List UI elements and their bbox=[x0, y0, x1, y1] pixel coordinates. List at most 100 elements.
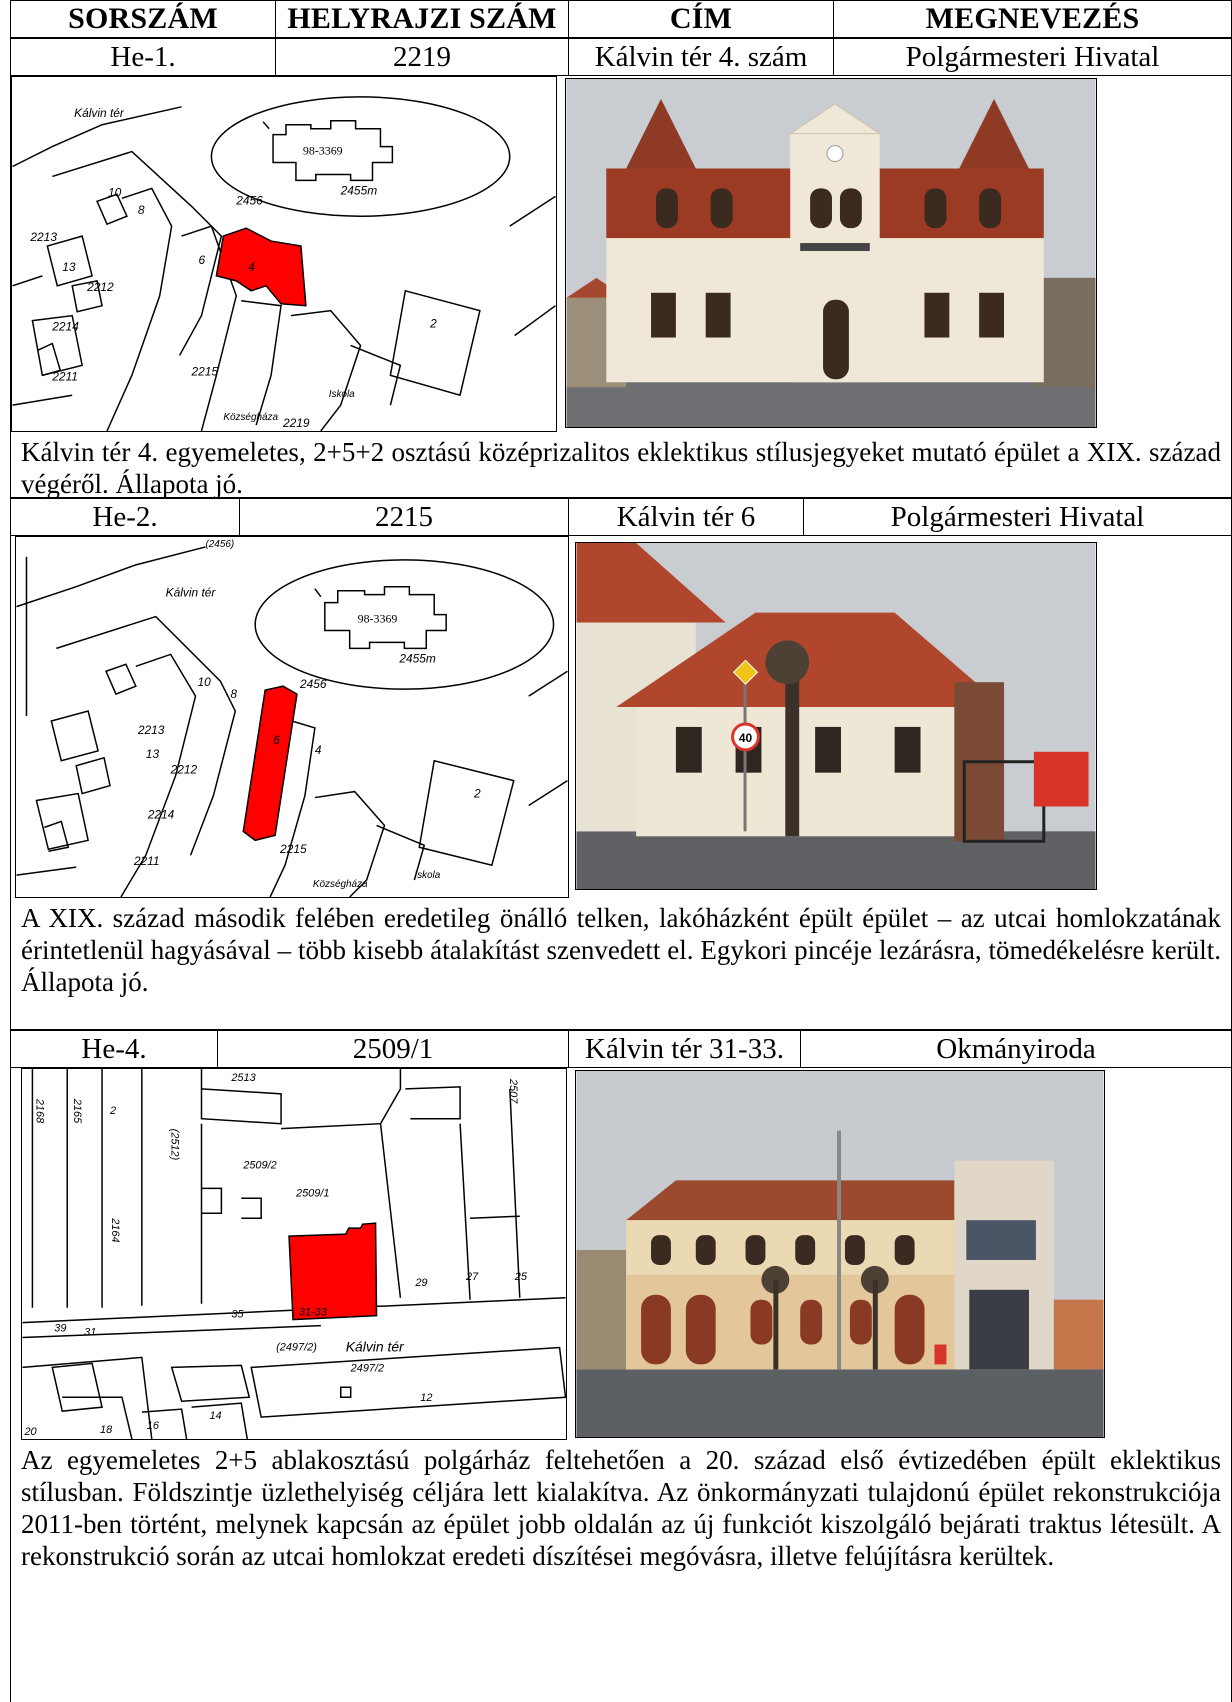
map-label: Községháza bbox=[223, 412, 278, 423]
entry-2-map-drawing: (2456) Kálvin tér 98-3369 2456 2455m 10 … bbox=[16, 539, 568, 897]
entry-1-helyrajzi: 2219 bbox=[275, 38, 568, 76]
map-label: Iskola bbox=[414, 870, 440, 881]
entry-2-description: A XIX. század második felében eredetileg… bbox=[10, 898, 1232, 1030]
entry-1-megnevezes: Polgármesteri Hivatal bbox=[833, 38, 1232, 76]
entry-2-building-illustration: 40 bbox=[576, 543, 1096, 889]
entry-1-photo bbox=[565, 78, 1097, 428]
map-label: 2456 bbox=[299, 677, 327, 691]
map-label: 4 bbox=[315, 743, 322, 757]
map-label: 27 bbox=[465, 1271, 479, 1283]
map-label: (2512) bbox=[169, 1129, 181, 1161]
entry-1-building-illustration bbox=[566, 79, 1096, 427]
map-label: 2215 bbox=[191, 364, 219, 378]
map-label: 2213 bbox=[29, 230, 57, 244]
map-label: 10 bbox=[108, 185, 122, 199]
entry-3-megnevezes: Okmányiroda bbox=[800, 1030, 1232, 1068]
map-label: 13 bbox=[146, 747, 160, 761]
entry-2-image-row: (2456) Kálvin tér 98-3369 2456 2455m 10 … bbox=[10, 536, 1232, 898]
map-label: 18 bbox=[100, 1424, 113, 1436]
header-megnevezes: MEGNEVEZÉS bbox=[833, 0, 1232, 38]
map-label: 2497/2 bbox=[350, 1362, 384, 1374]
heritage-table: SORSZÁM HELYRAJZI SZÁM CÍM MEGNEVEZÉS He… bbox=[10, 0, 1232, 1702]
map-label: 14 bbox=[209, 1410, 221, 1422]
entry-3-building-illustration bbox=[576, 1071, 1104, 1437]
map-label: 2165 bbox=[71, 1098, 83, 1124]
map-label: 2215 bbox=[279, 842, 307, 856]
map-label: 2168 bbox=[33, 1098, 45, 1124]
map-label: 31 bbox=[84, 1327, 96, 1339]
map-label: Iskola bbox=[329, 389, 355, 400]
map-label: 2 bbox=[429, 317, 437, 331]
map-label: 2513 bbox=[230, 1072, 255, 1084]
map-label: 12 bbox=[420, 1392, 432, 1404]
map-label: Kálvin tér bbox=[166, 586, 217, 600]
entry-1-image-row: Kálvin tér 98-3369 2456 2455m 10 8 2213 … bbox=[10, 76, 1232, 432]
map-label: 39 bbox=[54, 1323, 66, 1335]
map-label: (2497/2) bbox=[276, 1341, 317, 1353]
entry-1-cim: Kálvin tér 4. szám bbox=[568, 38, 833, 76]
map-label: 2507 bbox=[507, 1078, 519, 1104]
map-label: 2509/2 bbox=[242, 1159, 276, 1171]
map-label: 25 bbox=[514, 1271, 528, 1283]
entry-1-map-drawing: Kálvin tér 98-3369 2456 2455m 10 8 2213 … bbox=[12, 96, 556, 431]
map-label: 2211 bbox=[51, 369, 78, 383]
entry-2-sorszam: He-2. bbox=[10, 498, 239, 536]
entry-1-sorszam: He-1. bbox=[10, 38, 275, 76]
entry-1-site-map: Kálvin tér 98-3369 2456 2455m 10 8 2213 … bbox=[11, 76, 557, 432]
map-label: 2219 bbox=[282, 416, 310, 430]
map-label: 2214 bbox=[51, 320, 79, 334]
map-label: Kálvin tér bbox=[346, 1338, 405, 1354]
map-label: 98-3369 bbox=[358, 612, 398, 626]
map-label: 6 bbox=[273, 733, 280, 747]
entry-1-highlighted-parcel bbox=[215, 227, 307, 307]
map-label: 2213 bbox=[137, 723, 165, 737]
map-label: Községháza bbox=[313, 879, 368, 890]
entry-2-highlighted-parcel bbox=[242, 685, 298, 842]
header-cim: CÍM bbox=[568, 0, 833, 38]
map-label: 6 bbox=[198, 253, 205, 267]
table-header: SORSZÁM HELYRAJZI SZÁM CÍM MEGNEVEZÉS bbox=[10, 0, 1232, 38]
entry-2-info-row: He-2. 2215 Kálvin tér 6 Polgármesteri Hi… bbox=[10, 498, 1232, 536]
map-label: 10 bbox=[198, 675, 212, 689]
map-label: 2 bbox=[473, 787, 481, 801]
map-label: Kálvin tér bbox=[74, 106, 125, 120]
header-sorszam: SORSZÁM bbox=[10, 0, 275, 38]
map-label: 16 bbox=[147, 1420, 160, 1432]
map-label: 2214 bbox=[147, 807, 175, 821]
entry-2-helyrajzi: 2215 bbox=[239, 498, 568, 536]
map-label: 20 bbox=[23, 1426, 36, 1438]
entry-3-info-row: He-4. 2509/1 Kálvin tér 31-33. Okmányiro… bbox=[10, 1030, 1232, 1068]
map-label: 8 bbox=[138, 203, 145, 217]
entry-1-description: Kálvin tér 4. egyemeletes, 2+5+2 osztású… bbox=[10, 432, 1232, 499]
map-label: 2 bbox=[109, 1105, 116, 1117]
map-label: 29 bbox=[414, 1277, 427, 1289]
map-label: 2509/1 bbox=[295, 1187, 329, 1199]
map-label: 13 bbox=[62, 260, 76, 274]
map-label: 2455m bbox=[398, 651, 436, 665]
map-label: 2212 bbox=[170, 763, 198, 777]
map-label: (2456) bbox=[205, 539, 234, 550]
map-label: 2456 bbox=[235, 193, 263, 207]
map-label: 2455m bbox=[340, 183, 378, 197]
entry-2-cim: Kálvin tér 6 bbox=[568, 498, 803, 536]
map-label: 98-3369 bbox=[303, 144, 343, 158]
entry-3-image-row: 2168 2165 2 2513 2507 (2512) 2509/2 2509… bbox=[10, 1068, 1232, 1440]
entry-2-photo: 40 bbox=[575, 542, 1097, 890]
speed-limit-sign-text: 40 bbox=[739, 731, 753, 745]
entry-3-sorszam: He-4. bbox=[10, 1030, 217, 1068]
entry-3-highlighted-parcel bbox=[288, 1222, 378, 1321]
entry-3-description: Az egyemeletes 2+5 ablakosztású polgárhá… bbox=[10, 1440, 1232, 1702]
map-label: 8 bbox=[230, 687, 237, 701]
entry-3-site-map: 2168 2165 2 2513 2507 (2512) 2509/2 2509… bbox=[21, 1068, 567, 1440]
header-helyrajzi-szam: HELYRAJZI SZÁM bbox=[275, 0, 568, 38]
map-label: 31-33 bbox=[299, 1307, 327, 1319]
map-label: 35 bbox=[231, 1309, 244, 1321]
entry-3-cim: Kálvin tér 31-33. bbox=[568, 1030, 800, 1068]
entry-2-site-map: (2456) Kálvin tér 98-3369 2456 2455m 10 … bbox=[15, 536, 569, 898]
entry-2-megnevezes: Polgármesteri Hivatal bbox=[803, 498, 1232, 536]
map-label: 2164 bbox=[109, 1217, 121, 1242]
map-label: 2212 bbox=[86, 280, 114, 294]
entry-1-info-row: He-1. 2219 Kálvin tér 4. szám Polgármest… bbox=[10, 38, 1232, 76]
map-label: 4 bbox=[248, 260, 255, 274]
entry-3-map-drawing: 2168 2165 2 2513 2507 (2512) 2509/2 2509… bbox=[22, 1069, 566, 1439]
